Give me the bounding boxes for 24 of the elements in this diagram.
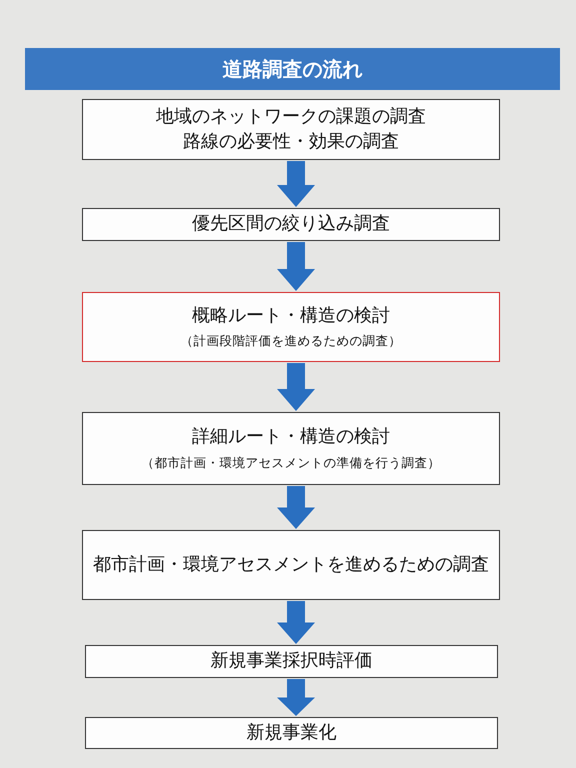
box-text: 新規事業採択時評価 (210, 649, 372, 674)
title: 道路調査の流れ (222, 56, 362, 82)
process-box (82, 530, 500, 600)
arrow (277, 363, 315, 411)
process-box (82, 412, 500, 485)
process-box (82, 99, 500, 160)
box-note: （計画段階評価を進めるための調査） (180, 333, 402, 350)
arrow (277, 486, 315, 529)
box-note: （都市計画・環境アセスメントの準備を行う調査） (142, 454, 440, 472)
box-text: 概略ルート・構造の検討 (192, 304, 390, 328)
process-box (85, 717, 498, 749)
process-box (82, 208, 500, 241)
box-text: 詳細ルート・構造の検討 (192, 425, 390, 450)
box-text: 地域のネットワークの課題の調査 (156, 105, 426, 130)
arrow (277, 161, 315, 207)
process-box (82, 292, 500, 362)
arrow (277, 242, 315, 291)
box-text: 新規事業化 (246, 720, 336, 745)
box-text: 優先区間の絞り込み調査 (192, 212, 390, 236)
box-text: 都市計画・環境アセスメントを進めるための調査 (93, 552, 489, 577)
arrow (277, 601, 315, 644)
box-text: 路線の必要性・効果の調査 (183, 130, 399, 154)
process-box (85, 645, 498, 678)
arrow (277, 679, 315, 716)
